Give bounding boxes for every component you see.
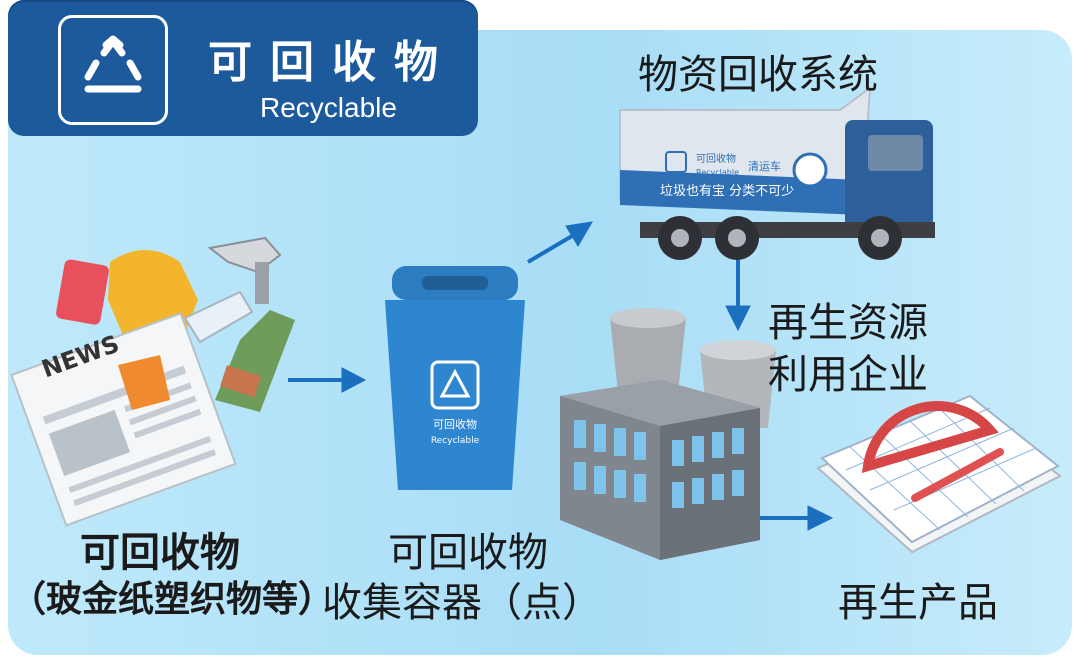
arrow-to-truck [526,234,574,264]
bottle-label [220,365,262,398]
recyclables-pile: NEWS [10,236,295,527]
truck-tag: 清运车 [748,159,781,173]
bin-label-en: Recyclable [431,436,480,446]
header-subtitle: Recyclable [260,92,397,123]
recycle-icon [84,35,142,93]
label-recycling-system: 物资回收系统 [638,52,878,98]
red-card-item [56,259,109,325]
arrow-to-bin-head [341,367,367,393]
label-enterprise-line1: 再生资源 [768,300,928,346]
recycling-factory [560,308,776,560]
label-bin-line1: 可回收物 [388,530,548,576]
arrow-to-product-head [807,505,834,531]
truck-logo-en: Recyclable [696,168,739,177]
label-source-title: 可回收物 [80,530,240,576]
recycle-bin: 可回收物 Recyclable [385,266,525,490]
recycling-truck: 可回收物 Recyclable 清运车 垃圾也有宝 分类不可少 [619,85,935,260]
arrow-to-truck-head [565,221,593,247]
truck-logo-cn: 可回收物 [696,152,736,165]
mascot-icon [792,152,828,188]
label-enterprise-line2: 利用企业 [768,352,928,398]
label-source-subtitle: （玻金纸塑织物等） [10,579,335,620]
category-header: 可回收物 Recyclable [8,0,478,136]
label-bin-line2: 收集容器（点） [322,580,602,626]
flow-arrows [288,221,834,531]
orange-cup-item [118,355,170,410]
hair-dryer-handle [255,262,269,304]
recycle-logo [58,15,168,125]
header-title: 可回收物 [208,37,456,88]
plastic-bag-item [183,290,254,344]
truck-slogan: 垃圾也有宝 分类不可少 [660,184,794,199]
newspaper-item [10,312,237,527]
recycled-product [816,394,1062,554]
bin-label-cn: 可回收物 [433,417,477,431]
hair-dryer-item [207,236,282,274]
label-product: 再生产品 [838,580,998,626]
arrow-to-factory-head [725,305,751,332]
